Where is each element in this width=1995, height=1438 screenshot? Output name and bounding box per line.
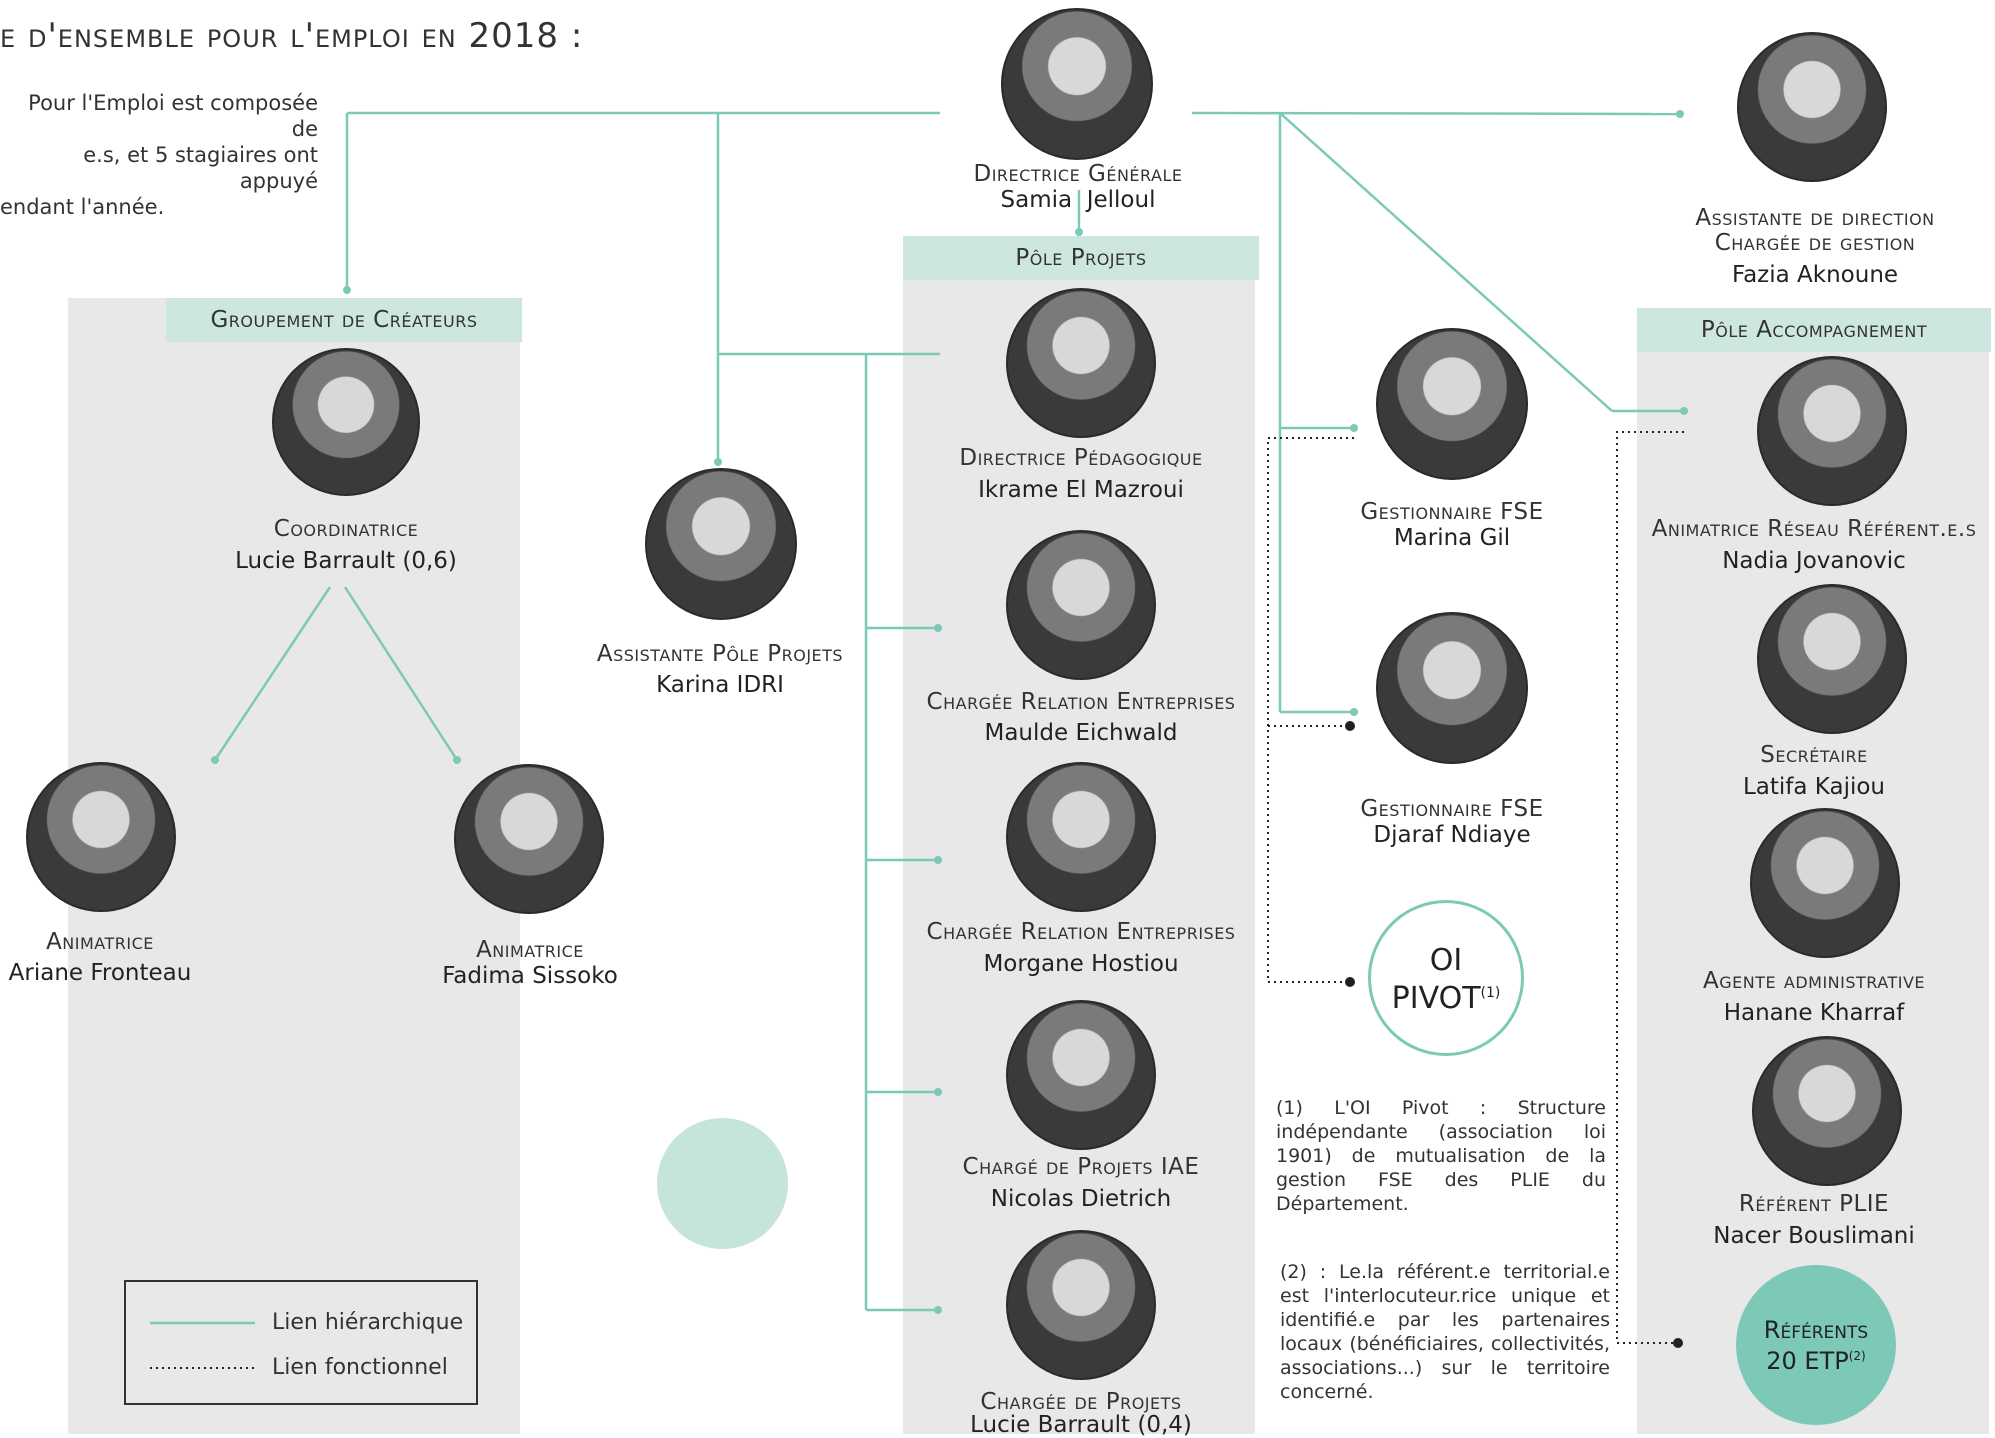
intro-line-1: Pour l'Emploi est composée de xyxy=(28,91,318,141)
name-pole-projets-4: Nicolas Dietrich xyxy=(990,1186,1172,1212)
avatar-animatrice-1 xyxy=(26,762,176,912)
intro-line-3: endant l'année. xyxy=(0,195,165,219)
avatar-pole-projets-5 xyxy=(1006,1230,1156,1380)
name-accompagnement-2: Latifa Kajiou xyxy=(1742,774,1886,800)
referents-line1: Référents xyxy=(1763,1316,1869,1344)
intro-text: Pour l'Emploi est composée de e.s, et 5 … xyxy=(0,90,318,220)
referents-bubble: Référents 20 ETP(2) xyxy=(1736,1265,1896,1425)
referents-sup: (2) xyxy=(1848,1349,1866,1363)
avatar-gestionnaire-2 xyxy=(1376,612,1528,764)
avatar-accompagnement-4 xyxy=(1752,1036,1902,1186)
role-assistante-pole-projets: Assistante Pôle Projets xyxy=(596,641,844,667)
role-coordinatrice: Coordinatrice xyxy=(273,516,419,542)
role-gestionnaire-1: Gestionnaire FSE xyxy=(1360,499,1544,525)
header-pole-accompagnement: Pôle Accompagnement xyxy=(1637,308,1991,352)
legend-fonctionnel: Lien fonctionnel xyxy=(272,1355,448,1380)
role-animatrice-1: Animatrice xyxy=(46,929,154,955)
referents-etp: 20 ETP xyxy=(1766,1347,1849,1375)
avatar-accompagnement-3 xyxy=(1750,808,1900,958)
avatar-pole-projets-2 xyxy=(1006,530,1156,680)
decorative-bubble xyxy=(657,1118,788,1249)
role-pole-projets-4: Chargé de Projets IAE xyxy=(962,1154,1200,1180)
role-accompagnement-2: Secrétaire xyxy=(1760,742,1868,768)
legend-box xyxy=(124,1280,478,1405)
avatar-accompagnement-1 xyxy=(1757,356,1907,506)
role-accompagnement-1: Animatrice Réseau Référent.e.s xyxy=(1651,516,1977,542)
note-referents: (2) : Le.la référent.e territorial.e est… xyxy=(1280,1261,1610,1403)
legend-swatches xyxy=(150,1321,255,1369)
name-gestionnaire-2: Djaraf Ndiaye xyxy=(1373,822,1531,848)
avatar-pole-projets-1 xyxy=(1006,288,1156,438)
oi-pivot-sup: (1) xyxy=(1480,985,1501,1001)
intro-line-2: e.s, et 5 stagiaires ont appuyé xyxy=(83,143,318,193)
name-directrice-generale: Samia Jelloul xyxy=(1000,187,1156,213)
name-accompagnement-4: Nacer Bouslimani xyxy=(1713,1223,1915,1249)
avatar-pole-projets-3 xyxy=(1006,762,1156,912)
avatar-animatrice-2 xyxy=(454,764,604,914)
name-gestionnaire-1: Marina Gil xyxy=(1393,525,1511,551)
avatar-pole-projets-4 xyxy=(1006,1000,1156,1150)
name-pole-projets-2: Maulde Eichwald xyxy=(984,720,1178,746)
header-pole-projets: Pôle Projets xyxy=(903,236,1259,280)
role-directrice-generale: Directrice Générale xyxy=(973,161,1183,187)
name-accompagnement-1: Nadia Jovanovic xyxy=(1722,548,1906,574)
legend-hierarchique: Lien hiérarchique xyxy=(272,1310,464,1335)
referents-line2: 20 ETP(2) xyxy=(1736,1343,1896,1374)
role-pole-projets-5: Chargée de Projets xyxy=(980,1389,1182,1415)
name-pole-projets-1: Ikrame El Mazroui xyxy=(978,477,1184,503)
avatar-accompagnement-2 xyxy=(1757,584,1907,734)
avatar-gestionnaire-1 xyxy=(1376,328,1528,480)
name-pole-projets-5: Lucie Barrault (0,4) xyxy=(970,1412,1192,1438)
avatar-directrice-generale xyxy=(1001,8,1153,160)
name-assistante-pole-projets: Karina IDRI xyxy=(656,672,784,698)
role-animatrice-2: Animatrice xyxy=(476,937,584,963)
header-groupement: Groupement de Créateurs xyxy=(166,298,522,342)
avatar-coordinatrice xyxy=(272,348,420,496)
role-pole-projets-3: Chargée Relation Entreprises xyxy=(926,919,1236,945)
role-accompagnement-4: Référent PLIE xyxy=(1738,1191,1890,1217)
avatar-assistante-direction xyxy=(1737,32,1887,182)
note-oi-pivot: (1) L'OI Pivot : Structure indépendante … xyxy=(1276,1097,1606,1215)
role-pole-projets-2: Chargée Relation Entreprises xyxy=(926,689,1236,715)
oi-pivot-line1: OI xyxy=(1429,943,1463,978)
name-coordinatrice: Lucie Barrault (0,6) xyxy=(235,548,457,574)
name-pole-projets-3: Morgane Hostiou xyxy=(983,951,1179,977)
role-assistante-direction-2: Chargée de gestion xyxy=(1714,230,1916,256)
name-animatrice-2: Fadima Sissoko xyxy=(442,963,618,989)
name-accompagnement-3: Hanane Kharraf xyxy=(1723,1000,1905,1026)
oi-pivot-circle: OI PIVOT(1) xyxy=(1368,900,1524,1056)
name-assistante-direction: Fazia Aknoune xyxy=(1731,262,1899,288)
role-assistante-direction-1: Assistante de direction xyxy=(1695,205,1935,231)
role-accompagnement-3: Agente administrative xyxy=(1702,968,1926,994)
role-pole-projets-1: Directrice Pédagogique xyxy=(959,445,1203,471)
role-gestionnaire-2: Gestionnaire FSE xyxy=(1360,796,1544,822)
page-title: e d'ensemble pour l'emploi en 2018 : xyxy=(0,16,584,56)
oi-pivot-word: PIVOT xyxy=(1391,981,1481,1016)
name-animatrice-1: Ariane Fronteau xyxy=(8,960,192,986)
avatar-assistante-pole-projets xyxy=(645,468,797,620)
oi-pivot-line2: PIVOT(1) xyxy=(1371,977,1521,1015)
